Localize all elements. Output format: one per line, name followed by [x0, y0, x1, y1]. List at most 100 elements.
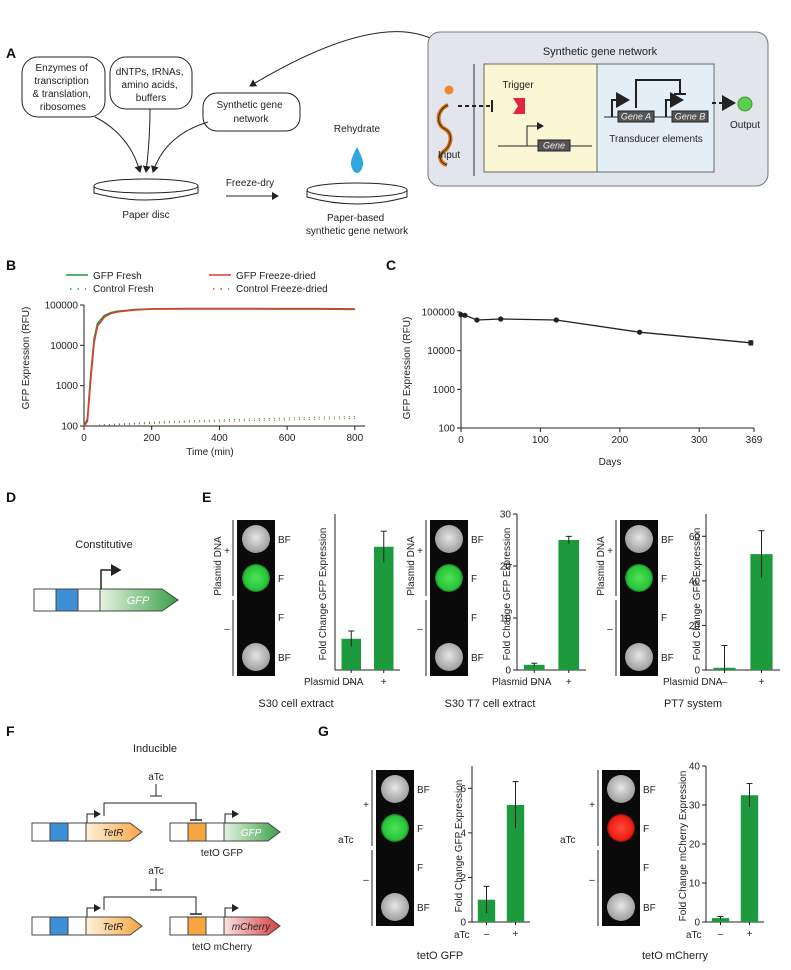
f-promoter-arrow-icon-4: [224, 904, 239, 917]
g2-f-top: F: [643, 824, 649, 835]
g2-image-strip: aTc + – BF F F BF: [560, 770, 656, 926]
g2-disc-bf-minus: [607, 893, 635, 921]
c-x-tick-label: 100: [532, 435, 549, 446]
e2-f-bottom: F: [471, 613, 477, 624]
input-molecule-icon: [444, 85, 454, 95]
dntps-text: dNTPs, tRNAs, amino acids, buffers: [116, 67, 187, 104]
g2-plus: +: [589, 800, 595, 811]
e1-plasmid-label: Plasmid DNA: [213, 536, 224, 596]
inducible-title: Inducible: [133, 743, 177, 755]
c-y-tick-label: 10000: [427, 346, 455, 357]
e3-y-axis-label: Fold Change GFP Expression: [692, 528, 703, 661]
e1-disc-f-plus: [242, 564, 270, 592]
paper-network-disc-side: [306, 190, 408, 205]
e3-bf-bottom: BF: [661, 653, 674, 664]
e2-bar: [523, 664, 545, 670]
g1-y-tick-label: 0: [460, 918, 466, 929]
e3-plasmid-label: Plasmid DNA: [596, 536, 607, 596]
e1-x-axis-label: Plasmid DNA: [304, 677, 364, 688]
c-data-point: [637, 329, 643, 335]
g1-bar: [506, 805, 525, 922]
e2-minus: –: [417, 624, 423, 635]
e2-y-tick-label: 10: [500, 614, 512, 625]
legend-label-control-fresh: Control Fresh: [93, 284, 154, 295]
synthetic-network-title: Synthetic gene network: [543, 46, 658, 58]
trigger-label: Trigger: [502, 80, 534, 91]
g1-bf-top: BF: [417, 785, 430, 796]
c-y-tick-label: 100: [438, 424, 455, 435]
trigger-icon: [513, 98, 525, 114]
e2-y-axis-label: Fold Change GFP Expression: [502, 528, 513, 661]
g2-y-tick-label: 30: [689, 801, 701, 812]
g1-bf-bottom: BF: [417, 903, 430, 914]
arrow-box-to-network: [249, 31, 439, 87]
g2-y-tick-label: 10: [689, 879, 701, 890]
b-y-tick-label: 100: [61, 422, 78, 433]
e3-y-tick-label: 60: [689, 532, 701, 543]
repression-path: [635, 79, 681, 108]
d-promoter-arrow-icon: [100, 564, 122, 589]
chart-e1: –+: [334, 514, 400, 688]
e2-disc-bf-plus: [435, 525, 463, 553]
e2-plasmid-label: Plasmid DNA: [406, 536, 417, 596]
panel-label-f: F: [6, 723, 15, 739]
e3-bar: [750, 554, 773, 670]
d-gfp-label: GFP: [127, 595, 150, 607]
g1-disc-f-plus: [381, 814, 409, 842]
f-promoter-arrow-icon-2: [224, 810, 239, 823]
e1-disc-bf-minus: [242, 643, 270, 671]
e2-category-label: –: [531, 677, 537, 688]
legend-marks: [66, 274, 231, 290]
e1-minus: –: [224, 624, 230, 635]
d-promoter-part: [55, 588, 79, 612]
e2-y-tick-label: 0: [505, 666, 511, 677]
b-x-axis-label: Time (min): [186, 447, 233, 458]
e1-bf-bottom: BF: [278, 653, 291, 664]
gene-label: Gene: [543, 141, 565, 151]
b-series-line-2: [83, 308, 355, 427]
e2-disc-f-plus: [435, 564, 463, 592]
f-teto-1: [187, 822, 207, 842]
paper-disc-top: [93, 178, 199, 194]
c-data-point: [462, 312, 468, 318]
f-promoter-3: [49, 916, 69, 936]
g2-f-bottom: F: [643, 863, 649, 874]
e3-image-strip: Plasmid DNA + – BF F F BF: [596, 520, 674, 676]
e2-y-tick-label: 30: [500, 510, 512, 521]
e2-category-label: +: [566, 677, 572, 688]
b-x-tick-label: 800: [346, 433, 363, 444]
e3-y-tick-label: 20: [689, 621, 701, 632]
trigger-box: [483, 63, 598, 173]
f-atc-label-1: aTc: [148, 772, 164, 783]
panel-label-c: C: [386, 257, 396, 273]
b-series-line-1: [83, 307, 355, 427]
e2-bf-top: BF: [471, 535, 484, 546]
panel-label-d: D: [6, 489, 16, 505]
gene-a-box: [617, 110, 655, 123]
f-caption-2: tetO mCherry: [192, 942, 252, 953]
panel-label-b: B: [6, 257, 16, 273]
g2-y-tick-label: 0: [694, 918, 700, 929]
d-rbs-part: [77, 588, 101, 612]
freeze-dry-label: Freeze-dry: [226, 178, 274, 189]
e1-caption: S30 cell extract: [258, 698, 333, 710]
arrow-enzymes: [94, 116, 143, 173]
g2-y-tick-label: 40: [689, 762, 701, 773]
e1-f-top: F: [278, 574, 284, 585]
c-x-tick-label: 200: [611, 435, 628, 446]
b-y-tick-label: 10000: [50, 341, 78, 352]
e2-x-axis-label: Plasmid DNA: [492, 677, 552, 688]
g2-minus: –: [589, 875, 595, 886]
e1-category-label: –: [348, 677, 354, 688]
g2-y-tick-label: 20: [689, 840, 701, 851]
network-text: Synthetic gene network: [217, 100, 286, 125]
paper-network-disc-top: [306, 182, 408, 198]
f-promoter-1: [49, 822, 69, 842]
panel-d: D Constitutive GFP: [6, 489, 179, 612]
g1-f-top: F: [417, 824, 423, 835]
e1-bf-top: BF: [278, 535, 291, 546]
legend-label-control-freeze-dried: Control Freeze-dried: [236, 284, 328, 295]
